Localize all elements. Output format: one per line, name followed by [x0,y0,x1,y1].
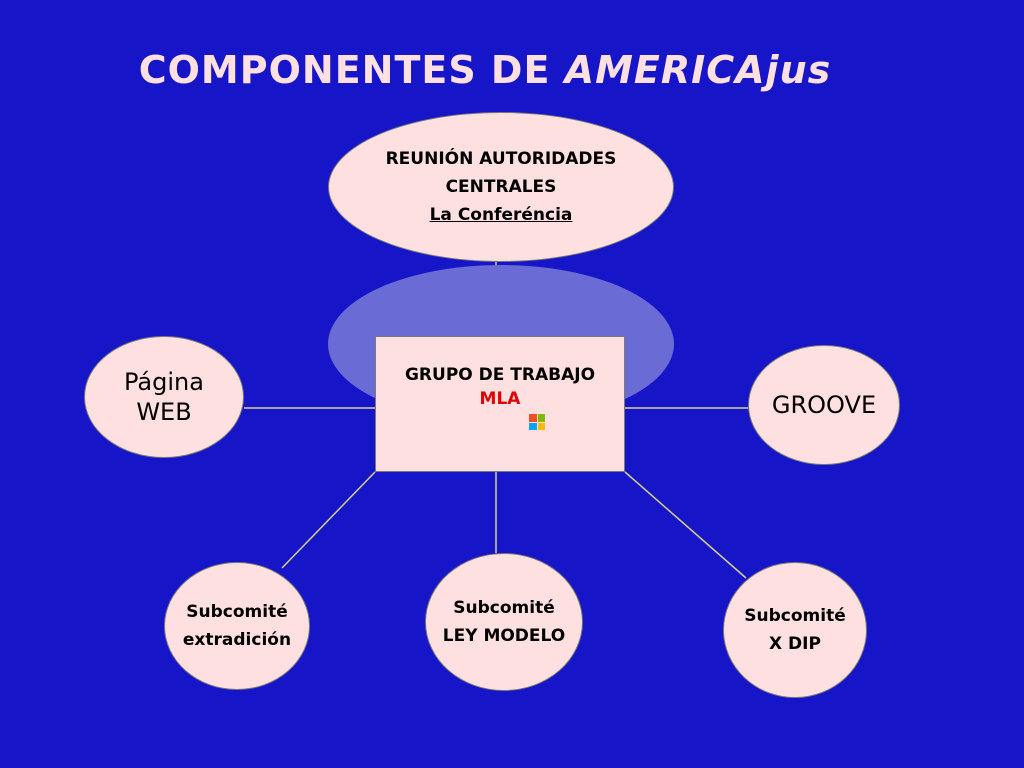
slide-title: COMPONENTES DE AMERICAjus [0,48,970,92]
node-subcomite-extradicion: Subcomité extradición [164,562,310,690]
web-node-line2: WEB [136,398,192,426]
center-node-title: GRUPO DE TRABAJO [404,365,596,385]
center-node-subtitle: MLA [479,389,521,409]
windows-logo-icon [529,414,545,430]
node-groove: GROOVE [748,345,900,465]
sub1-line2: extradición [182,630,292,650]
sub3-line2: X DIP [769,634,821,654]
node-pagina-web: Página WEB [84,336,244,458]
connector-sub3 [624,471,747,579]
top-node-line2: CENTRALES [445,177,557,197]
top-node-line1: REUNIÓN AUTORIDADES [385,149,617,169]
node-subcomite-ley-modelo: Subcomité LEY MODELO [425,553,583,691]
sub2-line2: LEY MODELO [442,626,566,646]
web-node-line1: Página [124,368,204,396]
top-node-link[interactable]: La Conferéncia [429,205,573,225]
connector-sub1 [281,471,376,569]
node-reunion-autoridades: REUNIÓN AUTORIDADES CENTRALES La Conferé… [328,112,674,262]
title-prefix: COMPONENTES DE [138,48,565,92]
sub3-line1: Subcomité [744,606,846,626]
node-grupo-de-trabajo: GRUPO DE TRABAJO MLA [375,336,625,472]
groove-node-label: GROOVE [771,391,877,419]
sub2-line1: Subcomité [453,598,555,618]
title-brand: AMERICAjus [564,48,832,92]
sub1-line1: Subcomité [186,602,288,622]
node-subcomite-x-dip: Subcomité X DIP [723,562,867,698]
